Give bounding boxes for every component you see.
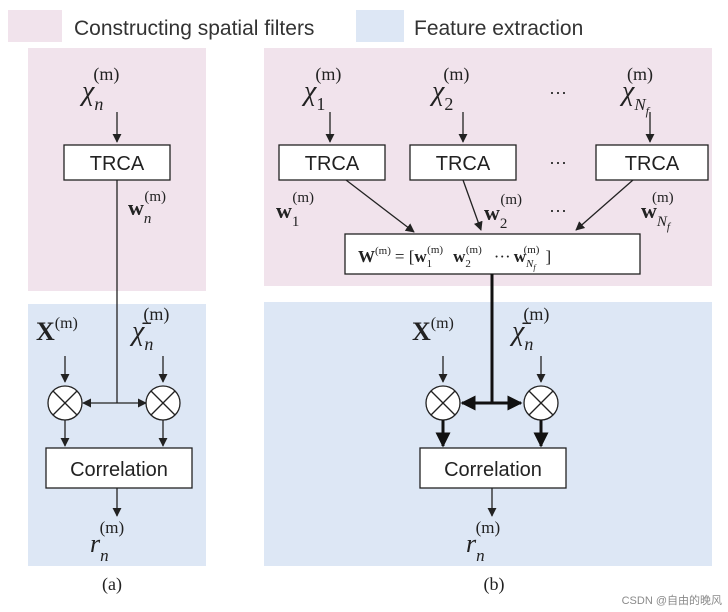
- legend-swatch-pink: [8, 10, 62, 42]
- panel-a-multiply-right-icon: [145, 385, 181, 421]
- panel-a-output: rn(m): [90, 518, 124, 565]
- panel-b-input-nf: χNf(m): [619, 64, 653, 118]
- watermark: CSDN @自由的晚风: [622, 593, 722, 607]
- panel-a-trca-box: [63, 144, 171, 181]
- panel-a-correlation-box: [45, 447, 193, 489]
- panel-b-caption: (b): [484, 574, 505, 595]
- panel-b-arrow-w1-matrix: [345, 179, 415, 233]
- panel-b-input-ellipsis: ···: [549, 82, 567, 102]
- panel-b-correlation-label: Correlation: [444, 459, 542, 481]
- panel-b-arrow-wnf-matrix: [575, 179, 634, 231]
- panel-b-matrix-box: [344, 233, 641, 275]
- legend-label-constructing: Constructing spatial filters: [74, 17, 314, 40]
- panel-b-output: rn(m): [466, 518, 500, 565]
- panel-a-trca-label: TRCA: [90, 153, 145, 175]
- legend-swatch-blue: [356, 10, 404, 42]
- panel-a-weight: wn(m): [128, 189, 166, 227]
- panel-b-trca-label-1: TRCA: [305, 153, 360, 175]
- panel-b-trca-ellipsis: ···: [549, 152, 567, 172]
- panel-b-arrow-w2-matrix: [462, 179, 483, 231]
- panel-a-input-x: X(m): [36, 315, 78, 346]
- panel-b: χ1(m) χ2(m) ··· χNf(m) TRCA TRCA ··· TRC…: [276, 64, 709, 595]
- panel-b-input-2: χ2(m): [429, 64, 469, 114]
- panel-a-input-template: χ̄n(m): [129, 304, 169, 354]
- panel-a-correlation-label: Correlation: [70, 459, 168, 481]
- panel-b-weight-nf: wNf(m): [641, 190, 674, 233]
- panel-b-trca-label-2: TRCA: [436, 153, 491, 175]
- panel-b-trca-label-nf: TRCA: [625, 153, 680, 175]
- panel-b-input-1: χ1(m): [301, 64, 341, 114]
- panel-b-weight-ellipsis: ···: [549, 200, 567, 220]
- panel-b-matrix-formula: W(m)= [w1(m)w2(m)···wNf(m)]: [358, 244, 551, 272]
- panel-b-input-template: χ̄n(m): [509, 304, 549, 354]
- panel-b-trca-box-nf: [595, 144, 709, 181]
- panel-b-weight-2: w2(m): [484, 192, 522, 232]
- panel-b-multiply-left-icon: [425, 385, 461, 421]
- legend: Constructing spatial filters Feature ext…: [8, 10, 583, 42]
- panel-a-multiply-left-icon: [47, 385, 83, 421]
- panel-b-trca-box-1: [278, 144, 386, 181]
- panel-a: χn(m) TRCA wn(m) X(m) χ̄n(m): [36, 64, 193, 595]
- panel-a-input-chi: χn(m): [79, 64, 119, 114]
- panel-b-input-x: X(m): [412, 315, 454, 346]
- panel-b-correlation-box: [419, 447, 567, 489]
- panel-b-multiply-right-icon: [523, 385, 559, 421]
- panel-b-feature-region: [264, 302, 712, 566]
- legend-label-feature: Feature extraction: [414, 17, 583, 40]
- panel-b-weight-1: w1(m): [276, 190, 314, 230]
- panel-a-caption: (a): [102, 574, 122, 595]
